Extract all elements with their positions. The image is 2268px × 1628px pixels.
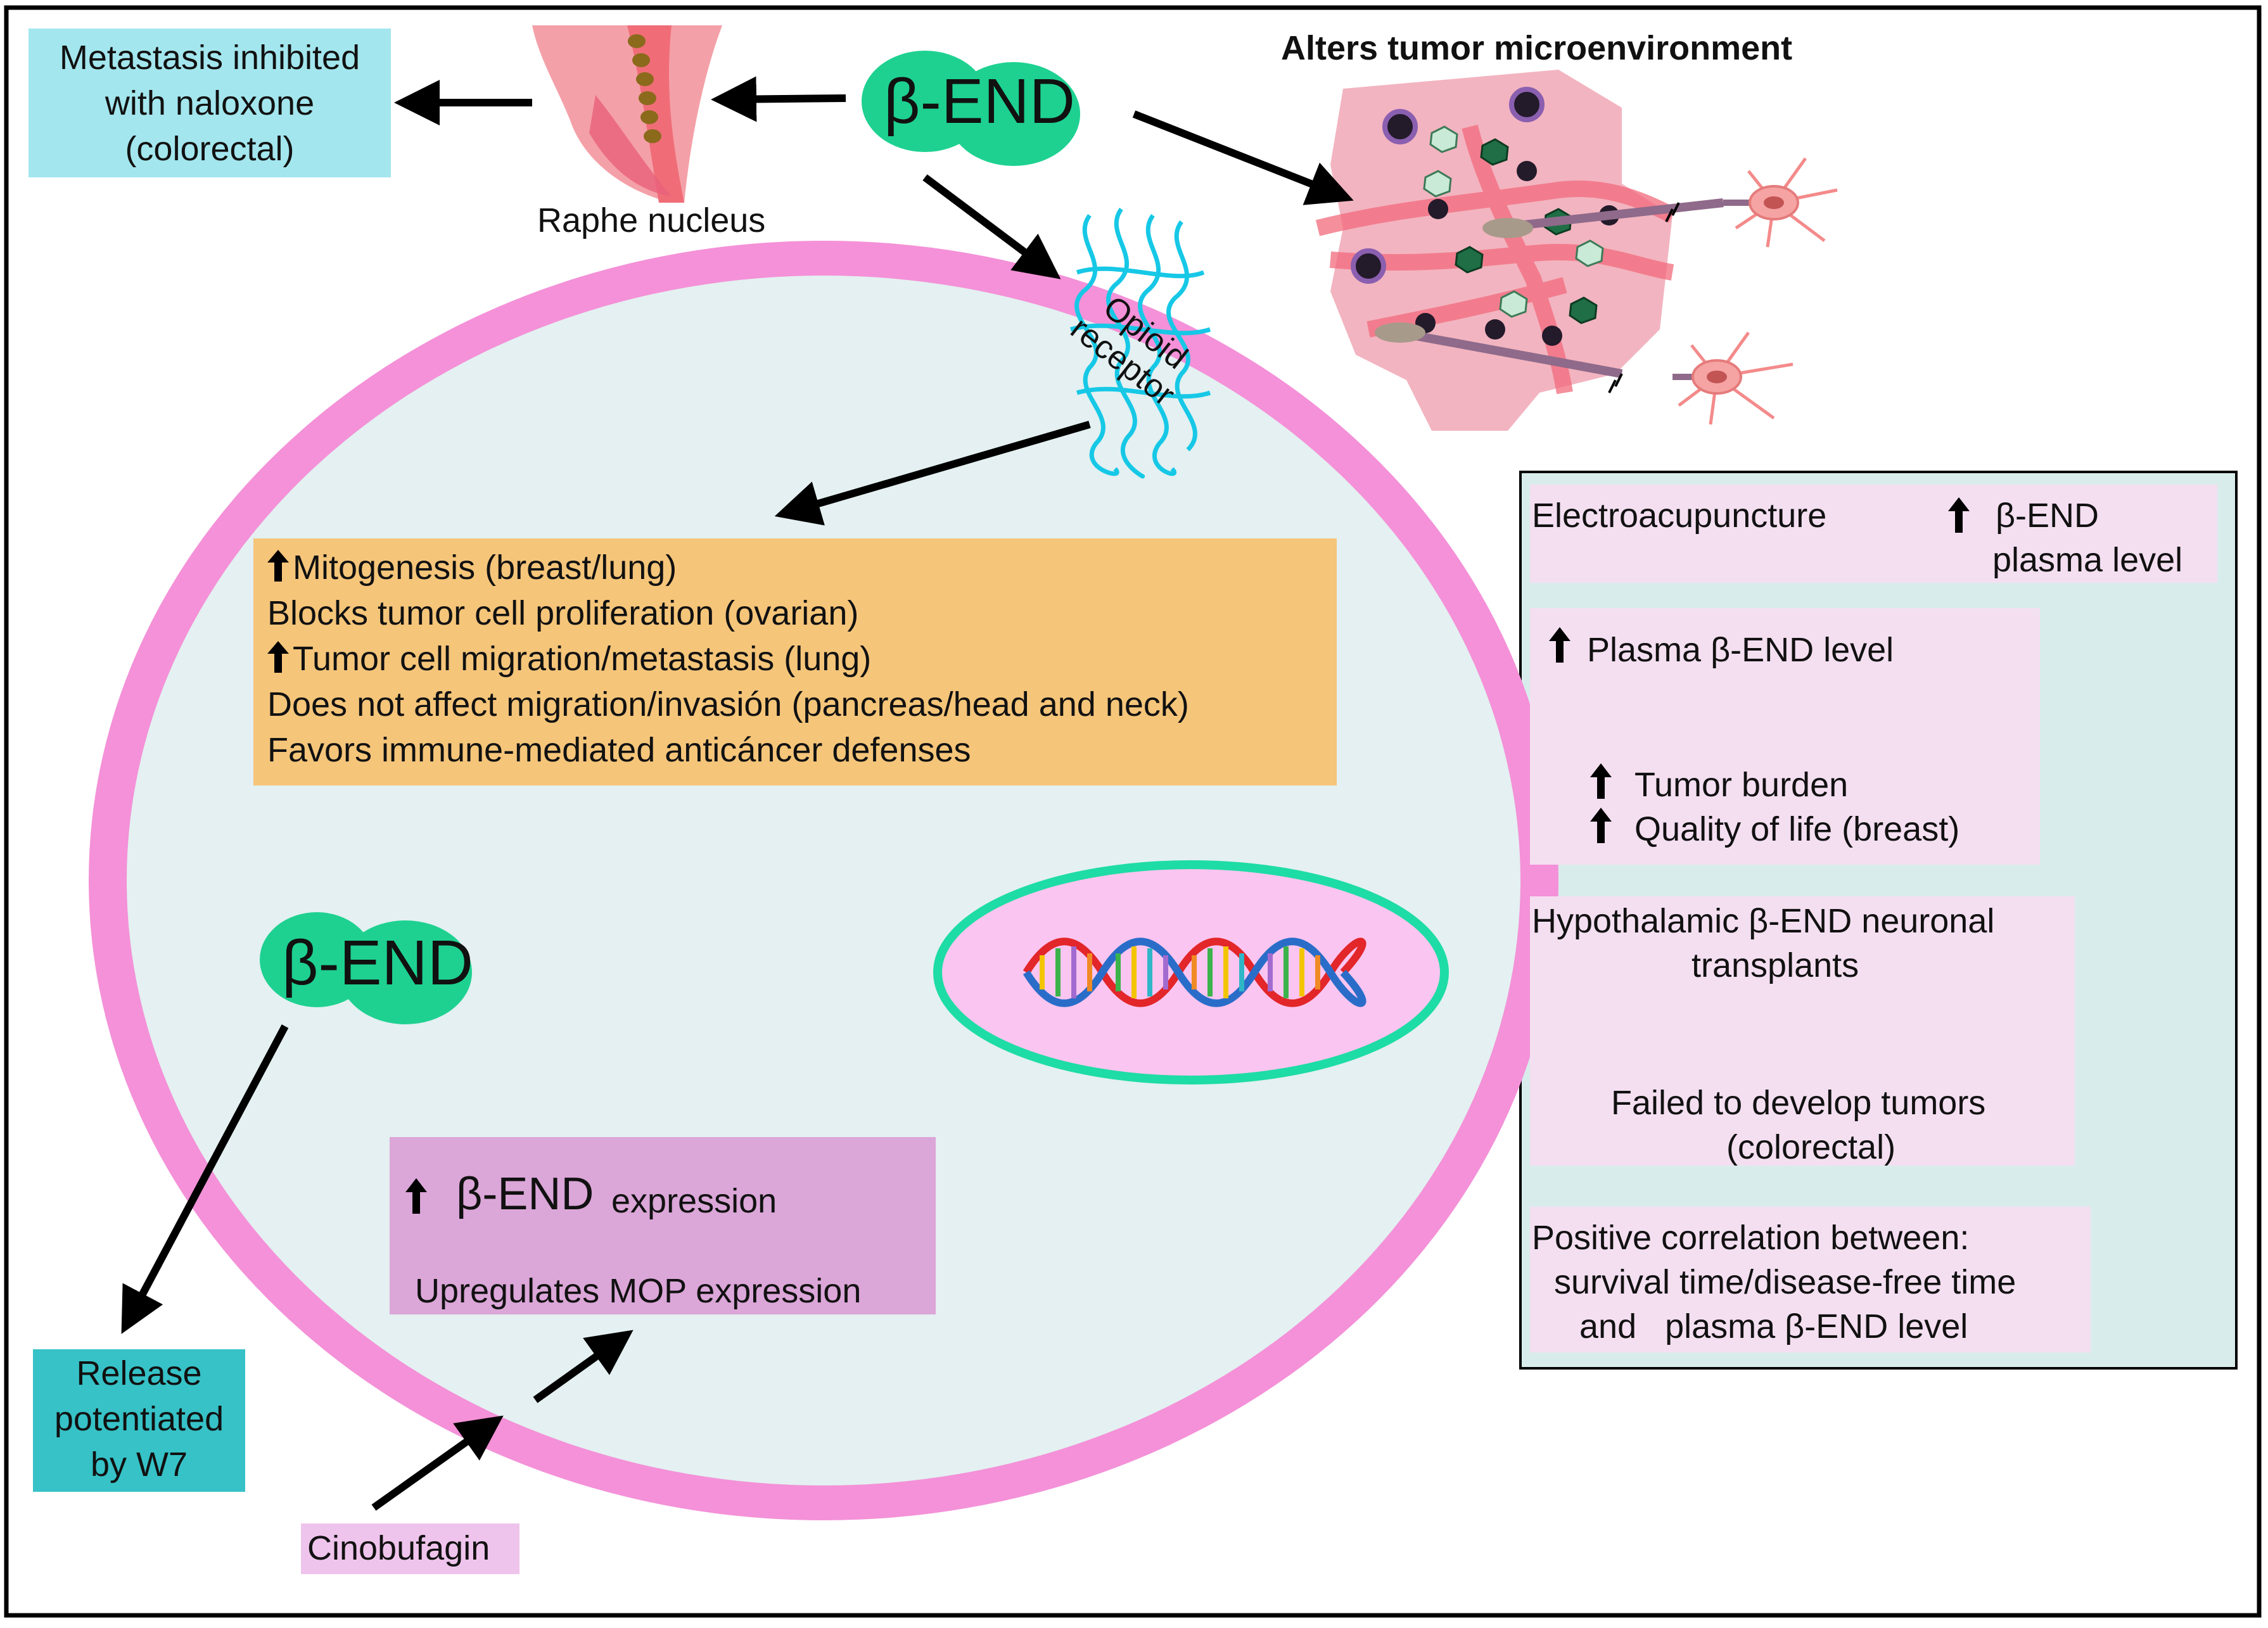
dna-helix bbox=[1023, 938, 1367, 1007]
nucleus bbox=[933, 860, 1449, 1084]
effect-item: Mitogenesis (breast/lung) bbox=[267, 545, 1332, 590]
release-line-3: by W7 bbox=[90, 1446, 188, 1484]
tumor-microenvironment-illustration bbox=[1315, 70, 1838, 431]
electro-box bbox=[1530, 485, 2217, 583]
effects-list: Mitogenesis (breast/lung) Blocks tumor c… bbox=[267, 545, 1332, 773]
effect-item: Favors immune-mediated anticáncer defens… bbox=[267, 731, 971, 769]
up-arrow-icon bbox=[1590, 763, 1612, 799]
hypo-result-line-2: (colorectal) bbox=[1726, 1128, 1896, 1166]
correlation-line-3: and plasma β-END level bbox=[1579, 1307, 1968, 1345]
release-text: Release potentiated by W7 bbox=[33, 1351, 245, 1487]
bend-inner-label: β-END bbox=[282, 927, 473, 998]
arrow-segment-extension bbox=[533, 1330, 634, 1403]
plasma-title: Plasma β-END level bbox=[1587, 631, 1894, 669]
plasma-item-tumor: Tumor burden bbox=[1634, 766, 1849, 804]
arrow-bend-to-receptor bbox=[922, 174, 1061, 279]
release-box bbox=[33, 1349, 245, 1492]
raphe-nucleus-label: Raphe nucleus bbox=[537, 201, 766, 239]
correlation-box bbox=[1530, 1207, 2091, 1352]
effect-item: Tumor cell migration/metastasis (lung) bbox=[267, 636, 1332, 682]
bend-oval-inner bbox=[260, 912, 472, 1024]
bend-expression-label: β-END bbox=[456, 1169, 594, 1219]
opioid-receptor-icon bbox=[1070, 207, 1211, 479]
expression-box bbox=[390, 1137, 936, 1314]
arrow-receptor-to-effects bbox=[774, 421, 1091, 526]
effects-box bbox=[253, 538, 1337, 785]
raphe-nucleus-illustration bbox=[532, 25, 722, 203]
arrows bbox=[121, 76, 1354, 1511]
bend-top-label: β-END bbox=[884, 66, 1075, 137]
correlation-line-2: survival time/disease-free time bbox=[1554, 1263, 2016, 1301]
correlation-line-1: Positive correlation between: bbox=[1532, 1219, 1970, 1257]
metastasis-line-1: Metastasis inhibited bbox=[59, 39, 360, 77]
up-arrow-icon bbox=[1590, 808, 1612, 843]
release-line-2: potentiated bbox=[54, 1400, 224, 1438]
arrow-bend-to-microenv bbox=[1132, 110, 1354, 205]
metastasis-text: Metastasis inhibited with naloxone (colo… bbox=[29, 35, 391, 172]
up-arrow-icon bbox=[1549, 627, 1570, 663]
bend-oval-top bbox=[862, 51, 1080, 166]
up-arrow-icon bbox=[1948, 497, 1970, 533]
up-arrow-icon bbox=[267, 550, 289, 582]
mop-expression-label: Upregulates MOP expression bbox=[415, 1272, 862, 1310]
effect-item: Blocks tumor cell proliferation (ovarian… bbox=[267, 594, 859, 632]
up-arrow-icon bbox=[267, 641, 289, 673]
metastasis-box bbox=[29, 29, 391, 177]
expression-label: expression bbox=[611, 1182, 777, 1220]
effect-item: Does not affect migration/invasión (panc… bbox=[267, 685, 1189, 723]
hypo-result-line-1: Failed to develop tumors bbox=[1611, 1084, 1986, 1122]
hypo-box bbox=[1530, 896, 2075, 1166]
hypo-title-line-1: Hypothalamic β-END neuronal bbox=[1532, 902, 1995, 940]
arrow-cinobufagin-to-expression bbox=[371, 1415, 504, 1511]
cinobufagin-box bbox=[301, 1523, 519, 1574]
plasma-item-quality: Quality of life (breast) bbox=[1634, 810, 1960, 848]
metastasis-line-3: (colorectal) bbox=[125, 130, 295, 168]
arrow-bend-to-release bbox=[121, 1024, 289, 1334]
plasma-box bbox=[1530, 608, 2040, 865]
microenvironment-label: Alters tumor microenvironment bbox=[1281, 29, 1793, 67]
arrow-bend-to-raphe bbox=[711, 76, 846, 122]
electro-label: Electroacupuncture bbox=[1532, 497, 1827, 535]
cinobufagin-label: Cinobufagin bbox=[307, 1529, 490, 1567]
electro-plasma-label: plasma level bbox=[1992, 541, 2183, 579]
electro-bend-label: β-END bbox=[1996, 497, 2099, 535]
up-arrow-icon bbox=[405, 1178, 427, 1214]
release-line-1: Release bbox=[76, 1354, 202, 1392]
metastasis-line-2: with naloxone bbox=[105, 84, 315, 122]
hypo-title-line-2: transplants bbox=[1691, 946, 1859, 984]
